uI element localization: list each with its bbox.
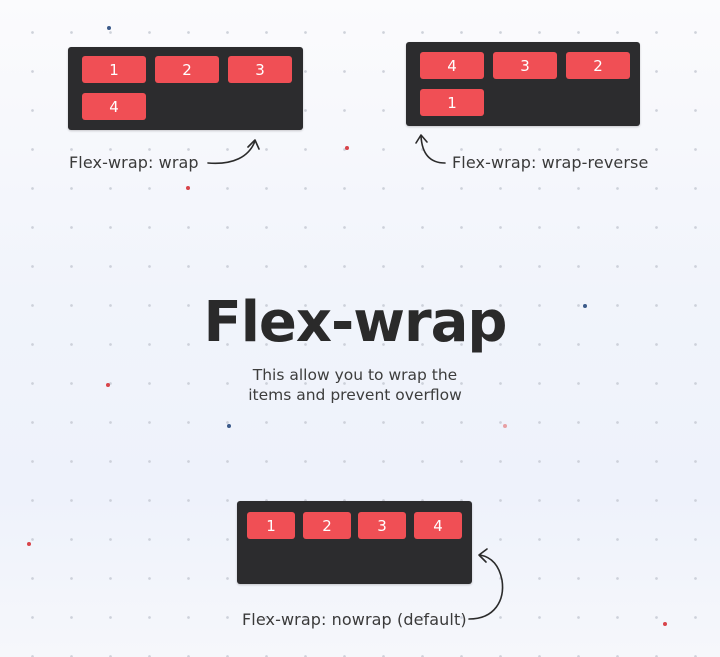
curved-arrow-icon <box>468 548 504 620</box>
wrap-reverse-caption: Flex-wrap: wrap-reverse <box>452 153 649 172</box>
flex-item: 1 <box>82 56 146 83</box>
flex-item: 4 <box>82 93 146 120</box>
flex-item: 2 <box>566 52 630 79</box>
accent-dot-blue <box>583 304 587 308</box>
accent-dot-blue <box>227 424 231 428</box>
accent-dot-blue <box>107 26 111 30</box>
wrap-caption: Flex-wrap: wrap <box>69 153 199 172</box>
nowrap-caption: Flex-wrap: nowrap (default) <box>242 610 467 629</box>
subtitle-line-1: This allow you to wrap the <box>252 366 458 384</box>
subtitle-line-2: items and prevent overflow <box>248 386 462 404</box>
accent-dot-red <box>663 622 667 626</box>
accent-dot-red <box>345 146 349 150</box>
flex-item: 2 <box>155 56 219 83</box>
accent-dot-red <box>503 424 507 428</box>
nowrap-container: 1 2 3 4 <box>237 501 472 584</box>
flex-item: 3 <box>493 52 557 79</box>
flex-item: 3 <box>358 512 406 539</box>
flex-item: 1 <box>420 89 484 116</box>
flex-item: 4 <box>414 512 462 539</box>
flex-item: 4 <box>420 52 484 79</box>
curved-arrow-icon <box>415 134 446 164</box>
accent-dot-red <box>27 542 31 546</box>
flex-item: 2 <box>303 512 351 539</box>
flex-item: 3 <box>228 56 292 83</box>
page-title: Flex-wrap <box>203 290 507 355</box>
flex-item: 1 <box>247 512 295 539</box>
accent-dot-red <box>106 383 110 387</box>
curved-arrow-icon <box>207 139 260 165</box>
accent-dot-red <box>186 186 190 190</box>
wrap-reverse-container: 4 3 2 1 <box>406 42 640 126</box>
wrap-container: 1 2 3 4 <box>68 47 303 130</box>
